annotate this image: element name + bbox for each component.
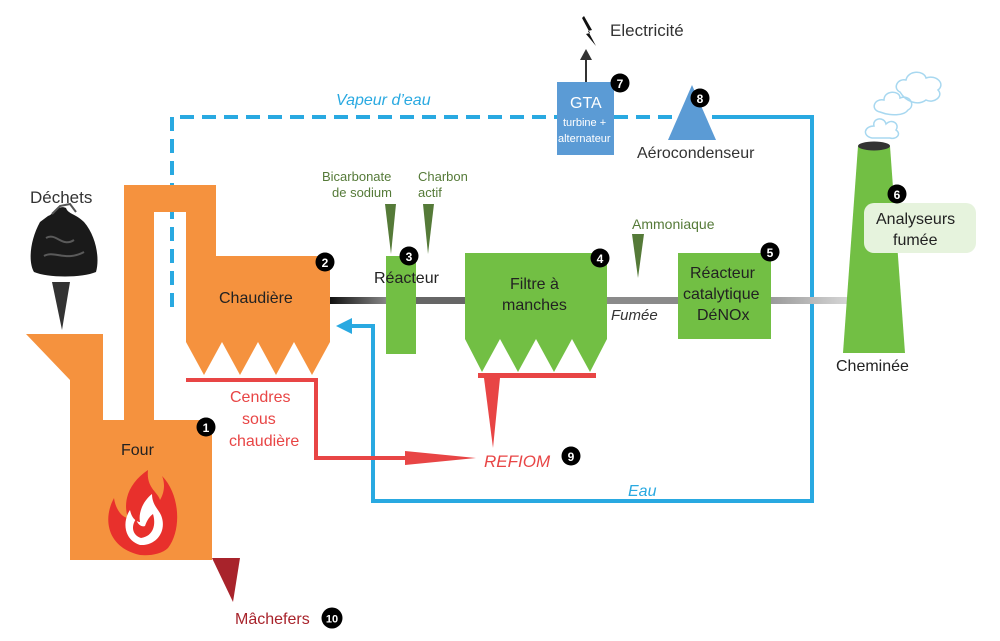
bottom-ash-outlet [212,558,240,602]
label-charbon-1: Charbon [418,169,468,184]
label-eau: Eau [628,483,657,500]
water-line [345,115,814,503]
charbon-inlet [423,204,434,254]
flame-icon [108,470,178,556]
label-charbon-2: actif [418,185,442,200]
badge-1: 1 [196,417,216,437]
label-gta-3: alternateur [558,133,611,145]
svg-text:3: 3 [406,250,413,264]
svg-text:5: 5 [767,246,774,260]
label-cendres-1: Cendres [230,389,290,406]
label-cheminee: Cheminée [836,358,909,375]
label-electricite: Electricité [610,21,684,40]
boiler-hopper-2 [222,342,258,375]
analyseurs-box [864,203,976,253]
ash-line [186,378,418,460]
electricity-arrowhead [580,49,592,60]
svg-text:4: 4 [597,252,604,266]
svg-text:10: 10 [326,614,338,626]
badge-7: 7 [610,73,630,93]
label-refiom: REFIOM [484,452,551,471]
badge-3: 3 [399,246,419,266]
riser-right [186,185,216,265]
badge-5: 5 [760,242,780,262]
svg-text:1: 1 [203,421,210,435]
svg-text:2: 2 [322,256,329,270]
bicarbonate-inlet [385,204,396,254]
svg-text:7: 7 [617,77,624,91]
steam-line [170,115,557,307]
label-vapeur: Vapeur d’eau [336,92,431,109]
label-bicarbonate-1: Bicarbonate [322,169,391,184]
label-denox-1: Réacteur [690,265,756,282]
flue-filter-denox [606,297,678,304]
boiler [186,256,330,342]
refiom-collector [478,373,596,378]
badge-6: 6 [887,184,907,204]
label-cendres-3: chaudière [229,433,299,450]
flue-reactor-filter [416,297,468,304]
label-denox-3: DéNOx [697,307,749,324]
label-analyseurs-2: fumée [893,232,938,249]
ammonia-inlet [632,234,644,278]
gta-box [557,82,614,155]
boiler-hopper-1 [186,342,222,375]
badge-8: 8 [690,88,710,108]
reactor [386,256,416,354]
chimney-top [858,141,890,151]
badge-2: 2 [315,252,335,272]
label-denox-2: catalytique [683,286,760,303]
waste-chute-arrow [52,282,70,330]
bag-filter [465,253,607,339]
label-analyseurs-1: Analyseurs [876,211,955,228]
refiom-outlet [484,378,500,448]
svg-text:9: 9 [568,450,575,464]
label-bicarbonate-2: de sodium [332,185,392,200]
label-reacteur: Réacteur [374,270,440,287]
label-filtre-2: manches [502,297,567,314]
boiler-hopper-3 [258,342,294,375]
garbage-bag-icon [30,202,98,277]
svg-text:6: 6 [894,188,901,202]
filter-hopper-4 [572,339,607,372]
lightning-icon [582,16,596,46]
badge-4: 4 [590,248,610,268]
badge-10: 10 [321,607,343,629]
badge-9: 9 [561,446,581,466]
label-cendres-2: sous [242,411,276,428]
label-aerocondenseur: Aérocondenseur [637,145,755,162]
ash-arrowhead [405,451,476,465]
label-four: Four [121,442,155,459]
filter-hopper-3 [536,339,572,372]
flue-boiler-reactor [330,297,388,304]
label-gta: GTA [570,95,602,112]
label-dechets: Déchets [30,188,92,207]
riser-left [124,185,154,425]
label-gta-2: turbine + [563,117,606,129]
label-filtre-1: Filtre à [510,276,559,293]
filter-hopper-1 [465,339,500,372]
denox-reactor [678,253,771,339]
aerocondenser [668,85,716,140]
label-ammoniaque: Ammoniaque [632,216,715,232]
water-arrowhead [336,318,352,334]
smoke-cloud-icon [864,71,942,140]
label-chaudiere: Chaudière [219,290,293,307]
label-machefers: Mâchefers [235,611,310,628]
boiler-hopper-4 [294,342,330,375]
filter-hopper-2 [500,339,536,372]
flue-denox-chimney [771,297,851,304]
svg-text:8: 8 [697,92,704,106]
label-fumee: Fumée [611,307,658,324]
